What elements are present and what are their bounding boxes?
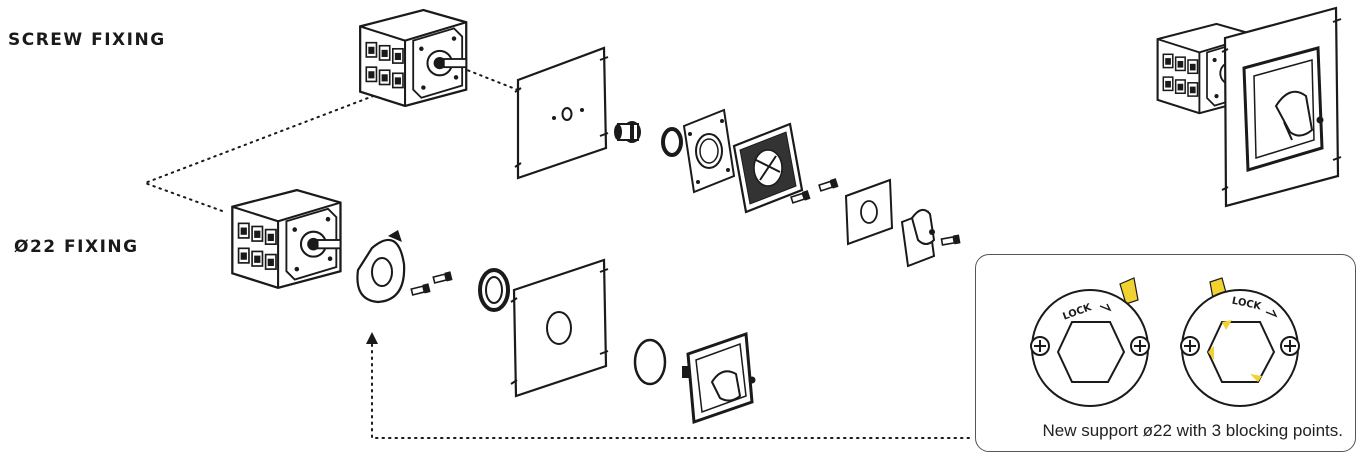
callout-caption: New support ø22 with 3 blocking points. (1042, 421, 1344, 440)
screw-fixing-switch (359, 8, 468, 108)
square-bezel-block (732, 122, 804, 214)
screw-1 (817, 177, 840, 194)
shaft-bushing (614, 121, 641, 143)
adapter-plate (682, 108, 736, 194)
lock-nut (478, 268, 510, 312)
d22-fixing-switch (231, 188, 342, 289)
top-panel-plate (514, 46, 609, 180)
d22-fixing-label: Ø22 FIXING (14, 237, 139, 257)
screw-fixing-label: SCREW FIXING (8, 30, 166, 50)
assembled-switch (1156, 6, 1342, 208)
screw-3 (940, 233, 962, 248)
callout-disc-locked: LOCK (1030, 277, 1150, 407)
dotted-guides (142, 67, 974, 439)
top-o-ring (661, 127, 683, 157)
small-handle (900, 208, 936, 268)
bottom-panel-plate (510, 258, 609, 398)
bottom-handle (682, 331, 756, 425)
bottom-o-ring (633, 338, 667, 386)
arrow-head (366, 332, 378, 344)
screw-4 (432, 270, 454, 286)
d22-support (356, 230, 406, 304)
callout-disc-unlocked: LOCK (1180, 277, 1300, 407)
screw-5 (410, 282, 432, 298)
front-cover (844, 178, 894, 246)
